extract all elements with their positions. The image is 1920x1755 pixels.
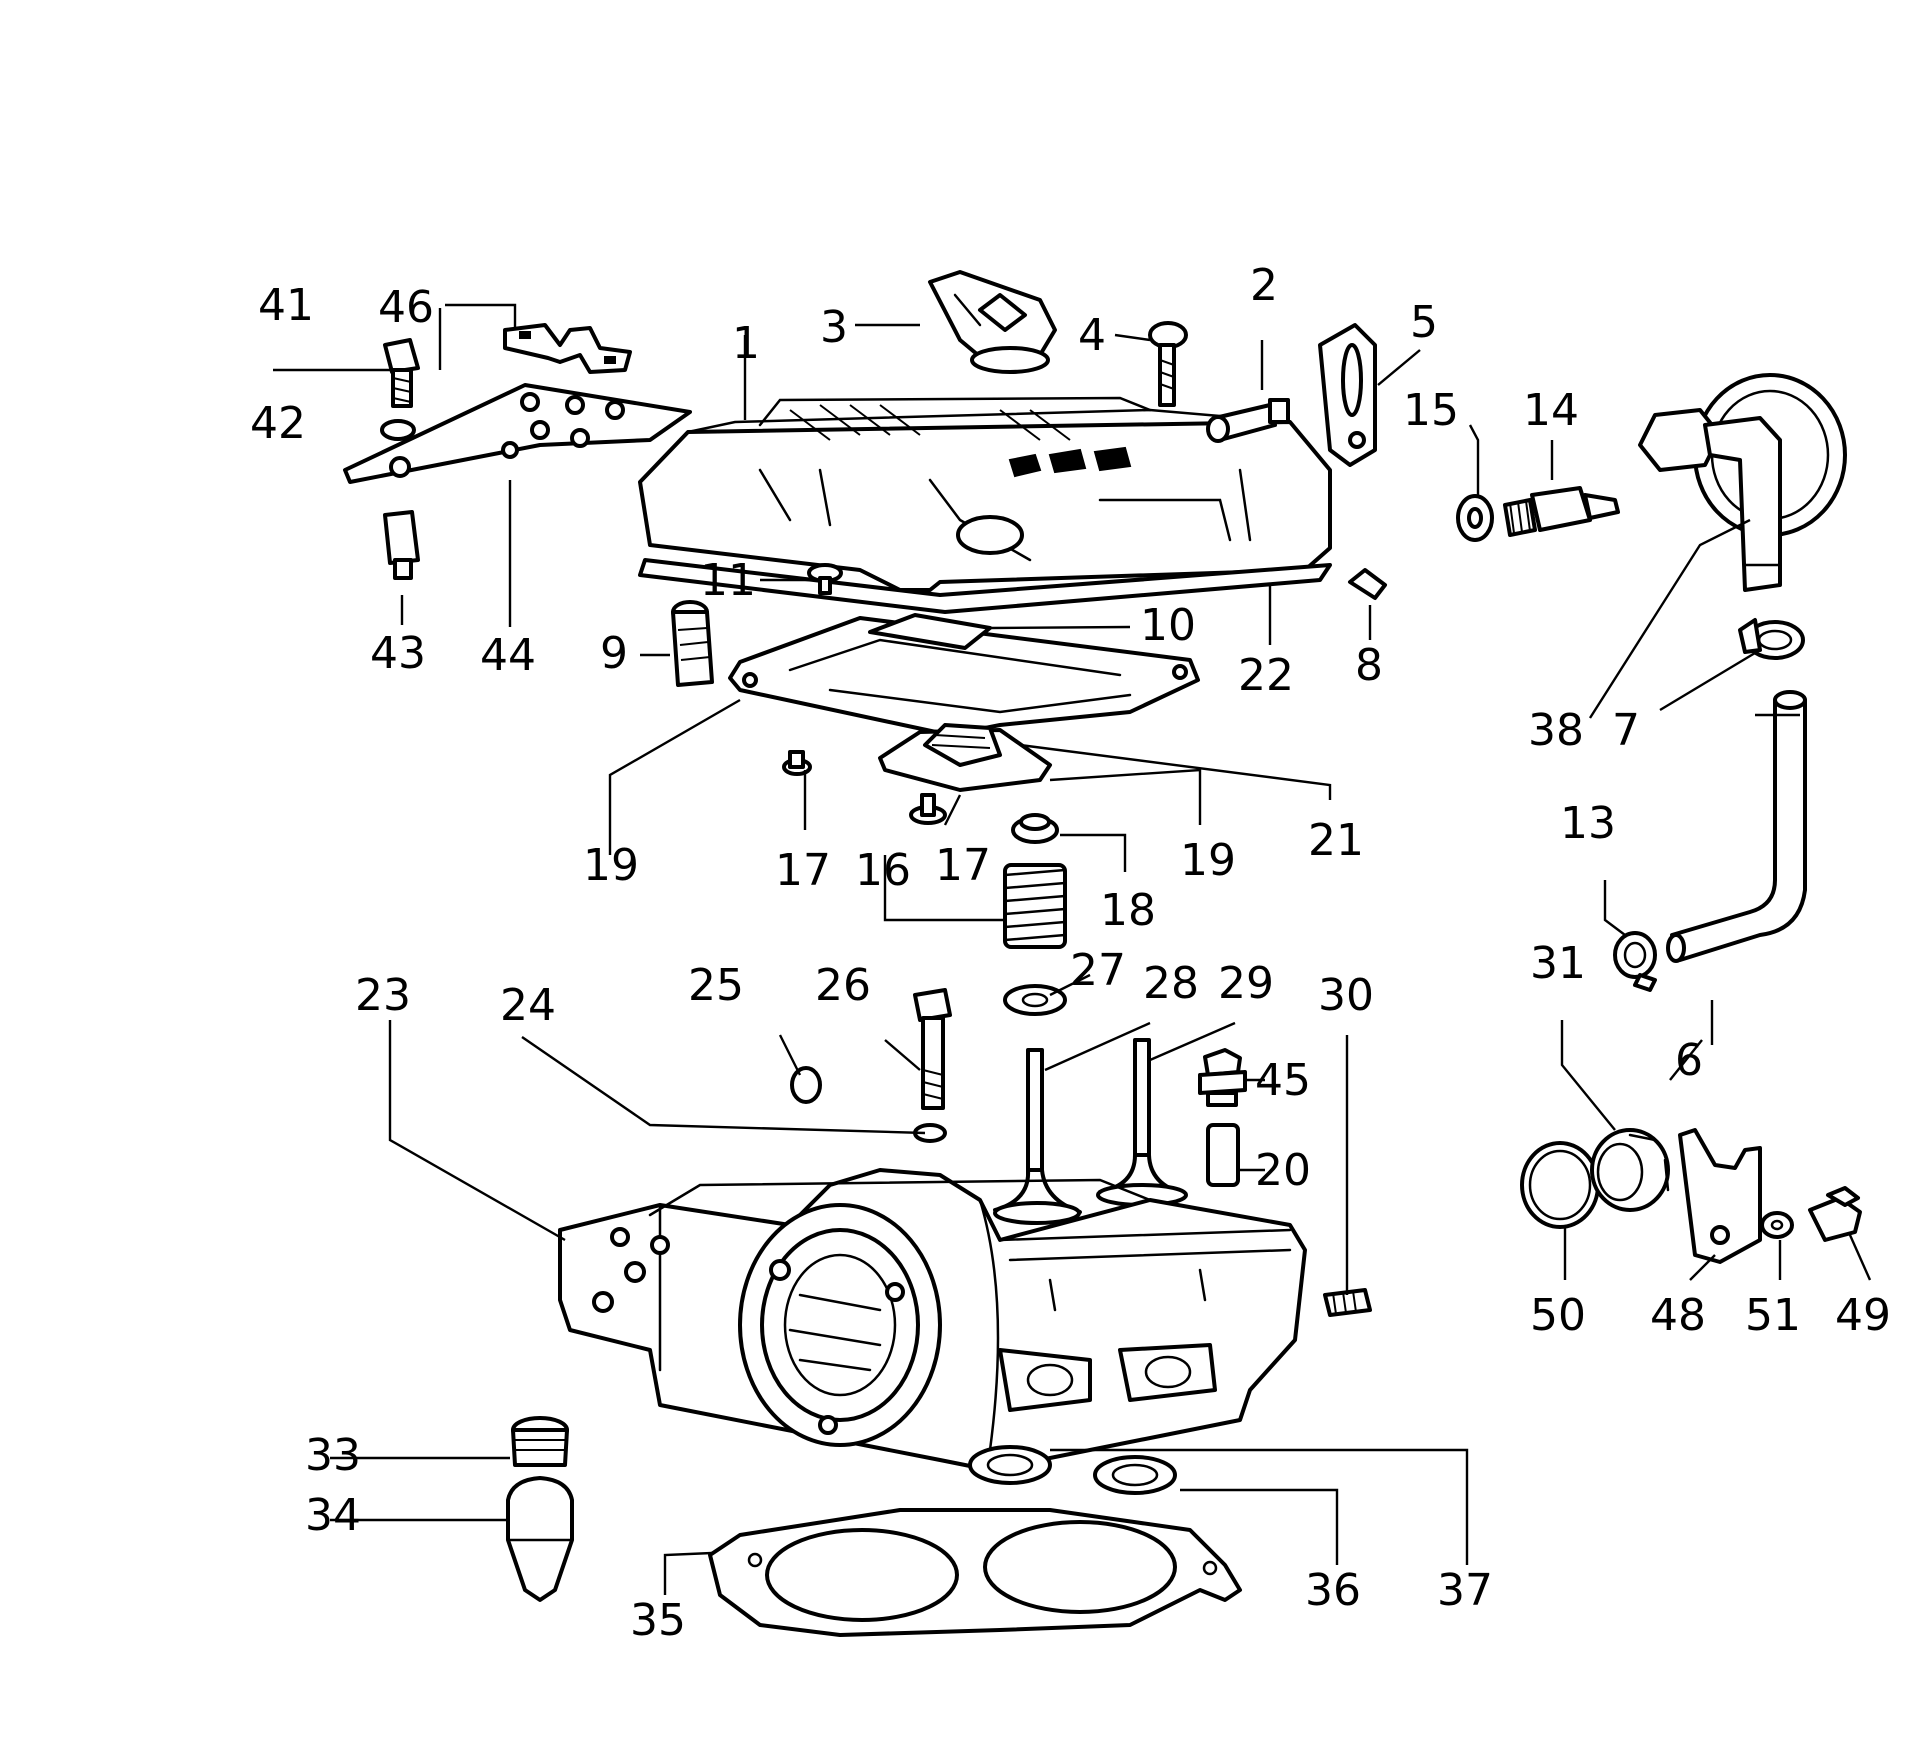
callout-25: 25	[688, 960, 744, 1011]
callout-13: 13	[1560, 798, 1616, 849]
callout-18: 18	[1100, 885, 1156, 936]
callout-16: 16	[855, 845, 911, 896]
callout-7: 7	[1612, 705, 1640, 756]
callout-33: 33	[305, 1430, 361, 1481]
part-fitting-45	[1198, 1048, 1247, 1107]
callout-10: 10	[1140, 600, 1196, 651]
callout-36: 36	[1305, 1565, 1361, 1616]
part-lifting-eye-5	[1318, 323, 1377, 467]
part-washer-51	[1760, 1211, 1794, 1239]
part-clamp-13	[1613, 931, 1657, 992]
part-retainer-18	[1011, 813, 1059, 844]
part-valve-spring-16	[1003, 863, 1067, 949]
callout-46: 46	[378, 282, 434, 333]
part-screw-11	[807, 563, 843, 595]
callout-8: 8	[1355, 640, 1383, 691]
callout-1: 1	[732, 318, 760, 369]
part-bracket-plate-44	[343, 383, 692, 484]
callout-22: 22	[1238, 650, 1294, 701]
part-stud-30	[1323, 1288, 1372, 1317]
callout-14: 14	[1523, 385, 1579, 436]
part-o-ring-50	[1520, 1141, 1600, 1229]
part-seal-ring-36	[1093, 1455, 1177, 1495]
callout-34: 34	[305, 1490, 361, 1541]
part-stud-9	[671, 600, 714, 687]
part-baffle-plate-19	[728, 613, 1200, 737]
part-oil-filler-cap	[928, 270, 1057, 374]
part-cylinder-head-23	[558, 1168, 1307, 1472]
callout-29: 29	[1218, 958, 1274, 1009]
part-spring-seat-27	[1003, 984, 1067, 1016]
callout-27: 27	[1070, 945, 1126, 996]
callout-31: 31	[1530, 938, 1586, 989]
part-hose-6	[1666, 690, 1807, 963]
callout-5: 5	[1410, 297, 1438, 348]
callout-26: 26	[815, 960, 871, 1011]
part-clamp-strap-46	[503, 323, 632, 374]
callout-24: 24	[500, 980, 556, 1031]
callout-2: 2	[1250, 260, 1278, 311]
part-sender-14	[1503, 486, 1620, 537]
part-nut-25	[790, 1066, 822, 1104]
callout-17a: 17	[775, 845, 831, 896]
callout-20: 20	[1255, 1145, 1311, 1196]
callout-3: 3	[820, 302, 848, 353]
callout-labels: 1 2 3 4 5 6 7 8 9 10 11 13 14 15 16 17 1…	[250, 260, 1891, 1646]
callout-21: 21	[1308, 815, 1364, 866]
part-valve-cover	[638, 396, 1332, 592]
callout-50: 50	[1530, 1290, 1586, 1341]
part-washer-15	[1456, 494, 1494, 542]
part-cover-gasket	[638, 558, 1332, 614]
part-seal-ring-37	[968, 1445, 1052, 1485]
part-seal-31	[1590, 1128, 1670, 1212]
part-hose-clamp-7	[1738, 618, 1805, 660]
part-valve-29	[1096, 1038, 1188, 1207]
part-breather-38	[1638, 373, 1847, 592]
part-spacer-43	[383, 510, 420, 580]
callout-48: 48	[1650, 1290, 1706, 1341]
callout-28: 28	[1143, 958, 1199, 1009]
callout-45: 45	[1255, 1055, 1311, 1106]
part-head-gasket-35	[708, 1508, 1242, 1637]
callout-43: 43	[370, 628, 426, 679]
callout-44: 44	[480, 630, 536, 681]
callout-37: 37	[1437, 1565, 1493, 1616]
part-bolt-41	[383, 338, 420, 408]
part-screw-17a	[782, 750, 812, 776]
part-banjo-bolt-49	[1808, 1186, 1862, 1242]
callout-38: 38	[1528, 705, 1584, 756]
callout-23: 23	[355, 970, 411, 1021]
callout-42: 42	[250, 398, 306, 449]
part-washer-42	[380, 419, 416, 441]
leader-lines	[273, 303, 1872, 1595]
part-nozzle-34	[506, 1476, 574, 1602]
callout-6: 6	[1675, 1035, 1703, 1086]
part-sleeve-20	[1206, 1123, 1240, 1187]
part-screw-4	[1148, 321, 1188, 407]
callout-19a: 19	[583, 840, 639, 891]
callout-30: 30	[1318, 970, 1374, 1021]
part-long-bolt-26	[913, 988, 952, 1110]
callout-17b: 17	[935, 840, 991, 891]
callout-11: 11	[700, 555, 756, 606]
part-rocker-support-21	[878, 723, 1052, 792]
callout-41: 41	[258, 280, 314, 331]
callout-4: 4	[1078, 310, 1106, 361]
callout-9: 9	[600, 628, 628, 679]
part-valve-28	[993, 1048, 1082, 1225]
part-plug-33	[511, 1416, 569, 1467]
callout-51: 51	[1745, 1290, 1801, 1341]
part-plug-8	[1348, 568, 1387, 600]
callout-49: 49	[1835, 1290, 1891, 1341]
callout-19b: 19	[1180, 835, 1236, 886]
part-fork-bracket-48	[1678, 1128, 1762, 1264]
callout-35: 35	[630, 1595, 686, 1646]
part-screw-17b	[909, 793, 947, 825]
part-breather-fitting-2	[1206, 398, 1290, 443]
callout-15: 15	[1403, 385, 1459, 436]
